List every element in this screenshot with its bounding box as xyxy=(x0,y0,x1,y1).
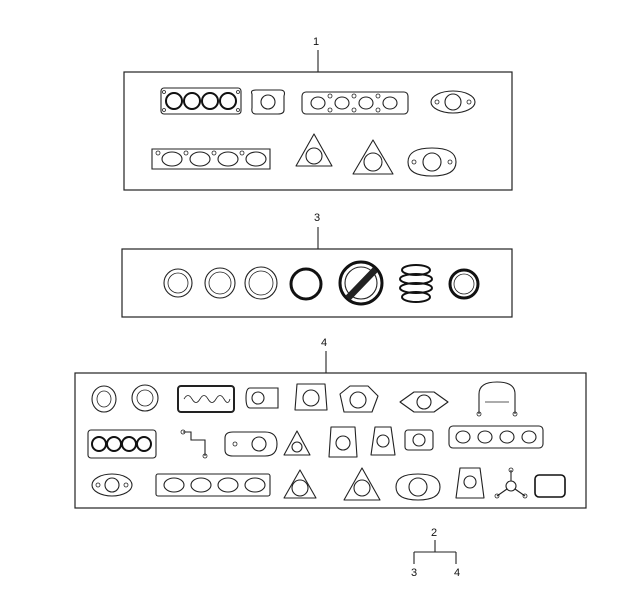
crankshaft-seal-part xyxy=(338,260,384,306)
callout-number-3: 3 xyxy=(314,212,320,224)
seal-ring-part xyxy=(163,268,193,298)
flange-gasket-part xyxy=(370,426,396,456)
exhaust-manifold-gasket-part xyxy=(155,473,271,497)
parts-frame-3 xyxy=(121,248,513,318)
bracket-gasket-part xyxy=(180,429,208,459)
seal-ring-part xyxy=(91,385,117,413)
legend-child-number-3: 3 xyxy=(411,567,417,579)
oval-flange-gasket-part xyxy=(430,90,476,114)
exhaust-manifold-gasket-part xyxy=(151,148,271,170)
callout-number-4: 4 xyxy=(321,337,327,349)
gasket-set-4: 4 xyxy=(74,337,587,509)
timing-cover-gasket-part xyxy=(476,381,518,417)
rectangular-gasket-part xyxy=(534,474,566,498)
seal-ring-part xyxy=(244,266,278,300)
oval-flange-gasket-part xyxy=(399,391,449,413)
valve-cover-gasket-part xyxy=(177,385,235,413)
seal-ring-part xyxy=(131,384,159,412)
water-pump-gasket-part xyxy=(224,431,278,457)
triangle-flange-gasket-part xyxy=(295,133,333,167)
gasket-set-1: 1 xyxy=(123,36,513,191)
legend-child-number-4: 4 xyxy=(454,567,460,579)
cylinder-head-gasket-part xyxy=(160,87,242,115)
triangle-flange-gasket-part xyxy=(283,469,317,499)
legend-parent-number: 2 xyxy=(431,527,437,539)
flange-gasket-part xyxy=(250,89,286,115)
seal-set-3: 3 xyxy=(121,212,513,318)
three-bolt-gasket-part xyxy=(343,467,381,501)
cylinder-head-gasket-part xyxy=(87,429,157,459)
bellows-boot-part xyxy=(399,264,433,303)
seal-ring-part xyxy=(204,267,236,299)
thermostat-gasket-part xyxy=(328,426,358,458)
oil-seal-part xyxy=(448,268,480,300)
turbo-flange-gasket-part xyxy=(407,147,457,177)
assembly-legend-tree: 2 3 4 xyxy=(411,527,460,579)
three-arm-gasket-part xyxy=(494,467,528,499)
parts-frame-1 xyxy=(123,71,513,191)
tab-gasket-part xyxy=(245,387,279,409)
callout-number-1: 1 xyxy=(313,36,319,48)
flange-gasket-part xyxy=(404,429,434,451)
oil-seal-part xyxy=(289,267,323,301)
flange-gasket-part xyxy=(294,383,328,411)
intake-manifold-gasket-part xyxy=(301,91,409,115)
three-bolt-gasket-part xyxy=(352,139,394,175)
triangle-flange-gasket-part xyxy=(283,430,311,456)
turbo-flange-gasket-part xyxy=(395,473,441,501)
egr-valve-gasket-part xyxy=(455,467,485,499)
flange-gasket-part xyxy=(339,385,379,413)
intake-manifold-gasket-part xyxy=(448,425,544,449)
oval-flange-gasket-part xyxy=(91,473,133,497)
